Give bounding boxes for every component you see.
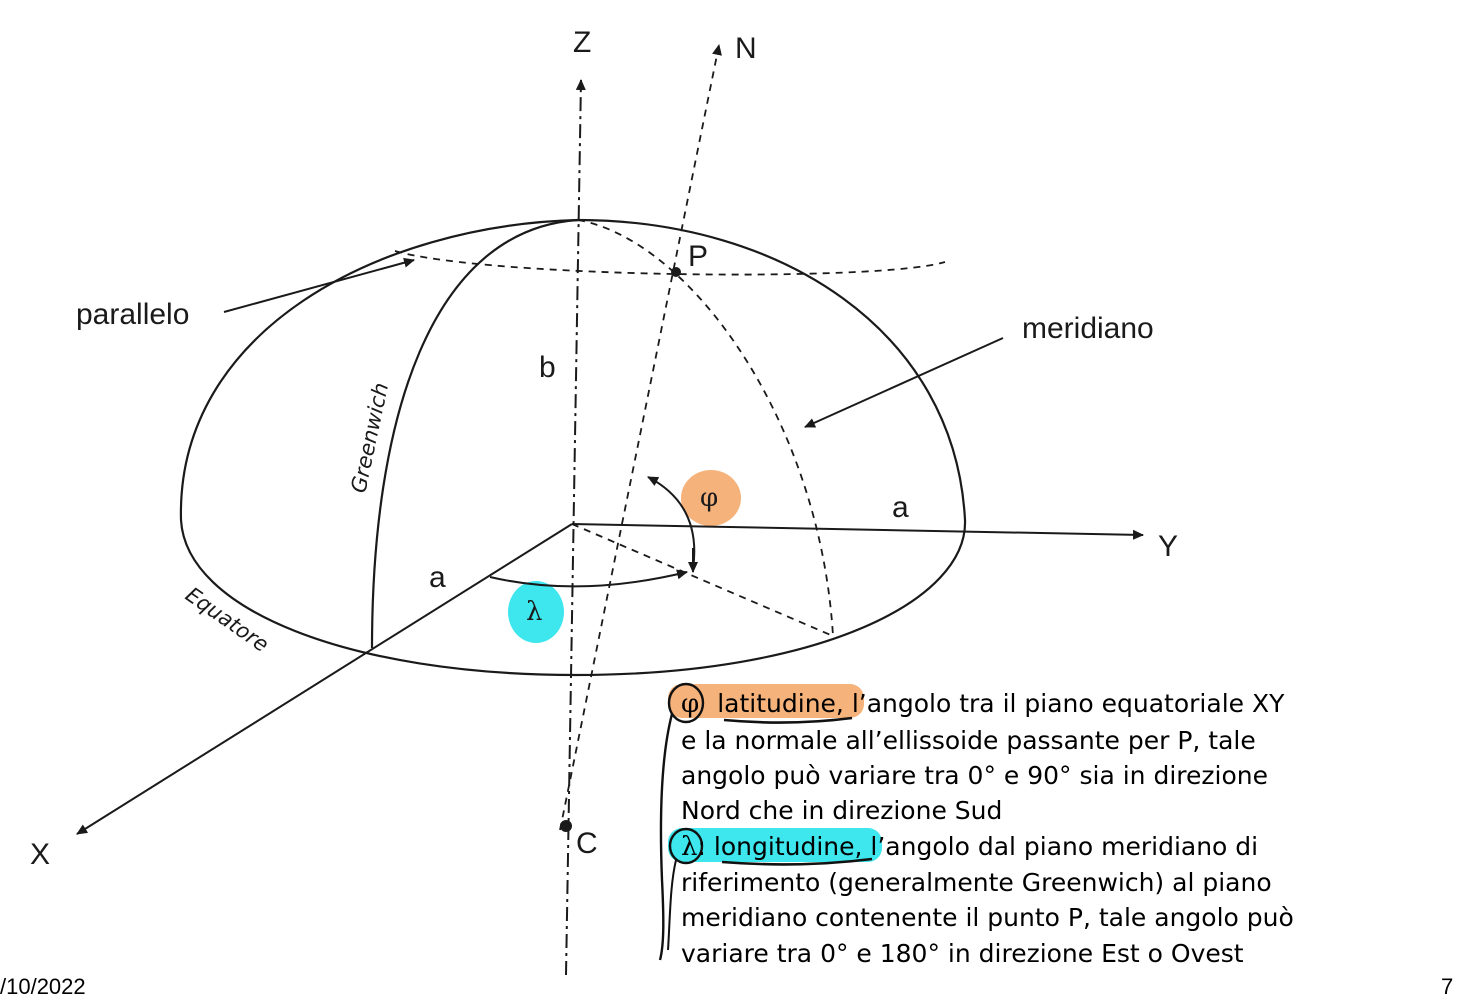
point-p-dot (671, 267, 681, 277)
longitude-term: longitudine (714, 832, 855, 861)
longitude-definition-line-3: meridiano contenente il punto P, tale an… (681, 903, 1294, 932)
lambda-symbol: λ (526, 597, 542, 627)
page-number: 7 (1441, 974, 1453, 999)
greenwich-label: Greenwich (346, 381, 393, 495)
latitude-term-highlight (668, 684, 864, 718)
x-axis (76, 523, 573, 835)
latitude-underline-mark (723, 716, 853, 724)
bracket-mark-1 (658, 713, 674, 961)
meridian-label: meridiano (1022, 312, 1154, 345)
meridian-pointer (804, 337, 1004, 428)
latitude-definition-line-3: angolo può variare tra 0° e 90° sia in d… (681, 761, 1268, 790)
n-axis-label: N (735, 32, 757, 65)
longitude-symbol: λ (681, 832, 697, 862)
phi-symbol: φ (700, 483, 718, 513)
latitude-term: latitudine (717, 689, 836, 718)
phi-arc (647, 476, 696, 570)
a-semi-axis-x-label: a (429, 561, 446, 594)
ellipsoid-outline (179, 218, 967, 677)
z-axis-label: Z (573, 26, 591, 59)
parallel-label: parallelo (76, 298, 189, 331)
lambda-arc (489, 569, 688, 588)
x-axis-label: X (30, 838, 50, 871)
y-axis (571, 523, 1144, 540)
point-c-dot (560, 820, 572, 832)
lambda-circle-mark (668, 827, 704, 865)
bracket-mark-2 (667, 859, 677, 951)
b-semi-axis-label: b (539, 351, 556, 384)
latitude-definition-line-2: e la normale all’ellissoide passante per… (681, 726, 1256, 755)
latitude-definition-line-1: φ latitudine, l’angolo tra il piano equat… (681, 689, 1285, 719)
longitude-term-highlight (668, 828, 882, 862)
latitude-text-1: , l’angolo tra il piano equatoriale XY (836, 689, 1285, 718)
phi-highlight (681, 470, 741, 526)
lambda-highlight (508, 581, 564, 643)
point-p-label: P (688, 240, 708, 273)
normal-line (559, 44, 722, 831)
meridian-through-p (577, 219, 834, 637)
longitude-text-1: , l’angolo dal piano meridiano di (855, 832, 1259, 861)
longitude-definition-line-4: variare tra 0° e 180° in direzione Est o… (681, 939, 1244, 968)
greenwich-meridian (370, 218, 579, 649)
phi-circle-mark (667, 682, 705, 724)
latitude-definition-line-4: Nord che in direzione Sud (681, 796, 1002, 825)
definitions-block: φ latitudine, l’angolo tra il piano equat… (658, 682, 1294, 968)
longitude-underline-mark (721, 857, 873, 866)
point-c-label: C (576, 827, 598, 860)
longitude-definition-line-1: λ: longitudine, l’angolo dal piano meridi… (681, 832, 1258, 862)
parallel-circle (394, 250, 946, 276)
longitude-separator: : (697, 832, 705, 861)
a-semi-axis-y-label: a (892, 491, 909, 524)
meridian-plane-trace (571, 523, 834, 637)
y-axis-label: Y (1158, 530, 1178, 563)
latitude-symbol: φ (681, 689, 699, 719)
longitude-definition-line-2: riferimento (generalmente Greenwich) al … (681, 868, 1272, 897)
parallel-pointer (223, 257, 415, 313)
footer-date: /10/2022 (0, 974, 86, 999)
